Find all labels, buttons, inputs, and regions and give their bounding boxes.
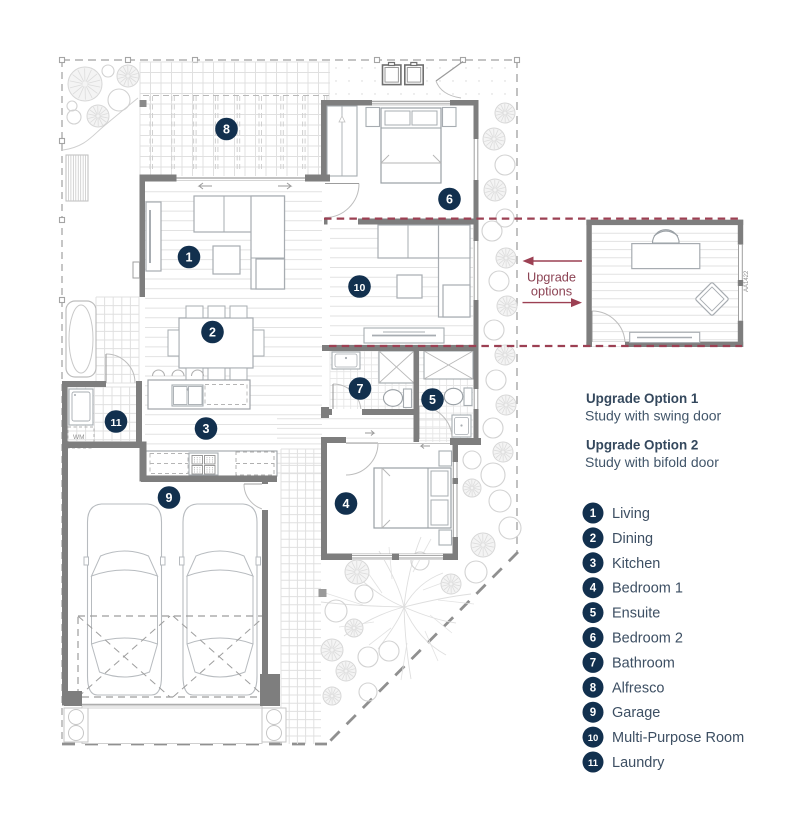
svg-text:Study with swing door: Study with swing door [585,408,722,424]
svg-text:5: 5 [590,608,597,620]
svg-text:Study with bifold door: Study with bifold door [585,454,719,470]
svg-text:9: 9 [166,491,173,505]
svg-text:Laundry: Laundry [612,755,665,771]
svg-text:Garage: Garage [612,705,660,721]
svg-text:Living: Living [612,506,650,522]
svg-text:Upgrade Option 1: Upgrade Option 1 [586,391,699,406]
svg-text:11: 11 [588,758,599,769]
svg-text:Bedroom 1: Bedroom 1 [612,581,683,597]
svg-text:2: 2 [590,533,596,545]
svg-text:7: 7 [357,382,364,396]
svg-text:10: 10 [588,733,599,744]
svg-text:11: 11 [110,417,121,429]
svg-text:8: 8 [223,122,230,136]
svg-text:6: 6 [590,633,596,645]
svg-text:9: 9 [590,707,596,719]
svg-text:Multi-Purpose Room: Multi-Purpose Room [612,730,744,746]
svg-text:WM: WM [73,434,85,441]
svg-text:4: 4 [343,497,350,511]
svg-text:AA1422: AA1422 [744,270,750,292]
svg-text:Kitchen: Kitchen [612,556,660,572]
svg-text:7: 7 [590,657,596,669]
svg-text:5: 5 [429,393,436,407]
svg-text:4: 4 [590,583,597,595]
svg-text:Upgrade Option 2: Upgrade Option 2 [586,438,698,453]
svg-text:1: 1 [186,250,193,264]
svg-text:Dining: Dining [612,531,653,547]
svg-text:options: options [531,284,572,299]
svg-text:8: 8 [590,682,597,694]
svg-text:1: 1 [590,508,597,520]
svg-text:2: 2 [209,325,216,339]
svg-text:Upgrade: Upgrade [527,270,576,285]
svg-text:3: 3 [590,558,596,570]
svg-text:Bathroom: Bathroom [612,655,675,671]
svg-text:6: 6 [446,192,453,206]
svg-text:10: 10 [354,282,366,294]
svg-text:Bedroom 2: Bedroom 2 [612,631,683,647]
svg-text:3: 3 [203,422,210,436]
svg-text:Alfresco: Alfresco [612,680,664,696]
svg-text:Ensuite: Ensuite [612,606,660,622]
